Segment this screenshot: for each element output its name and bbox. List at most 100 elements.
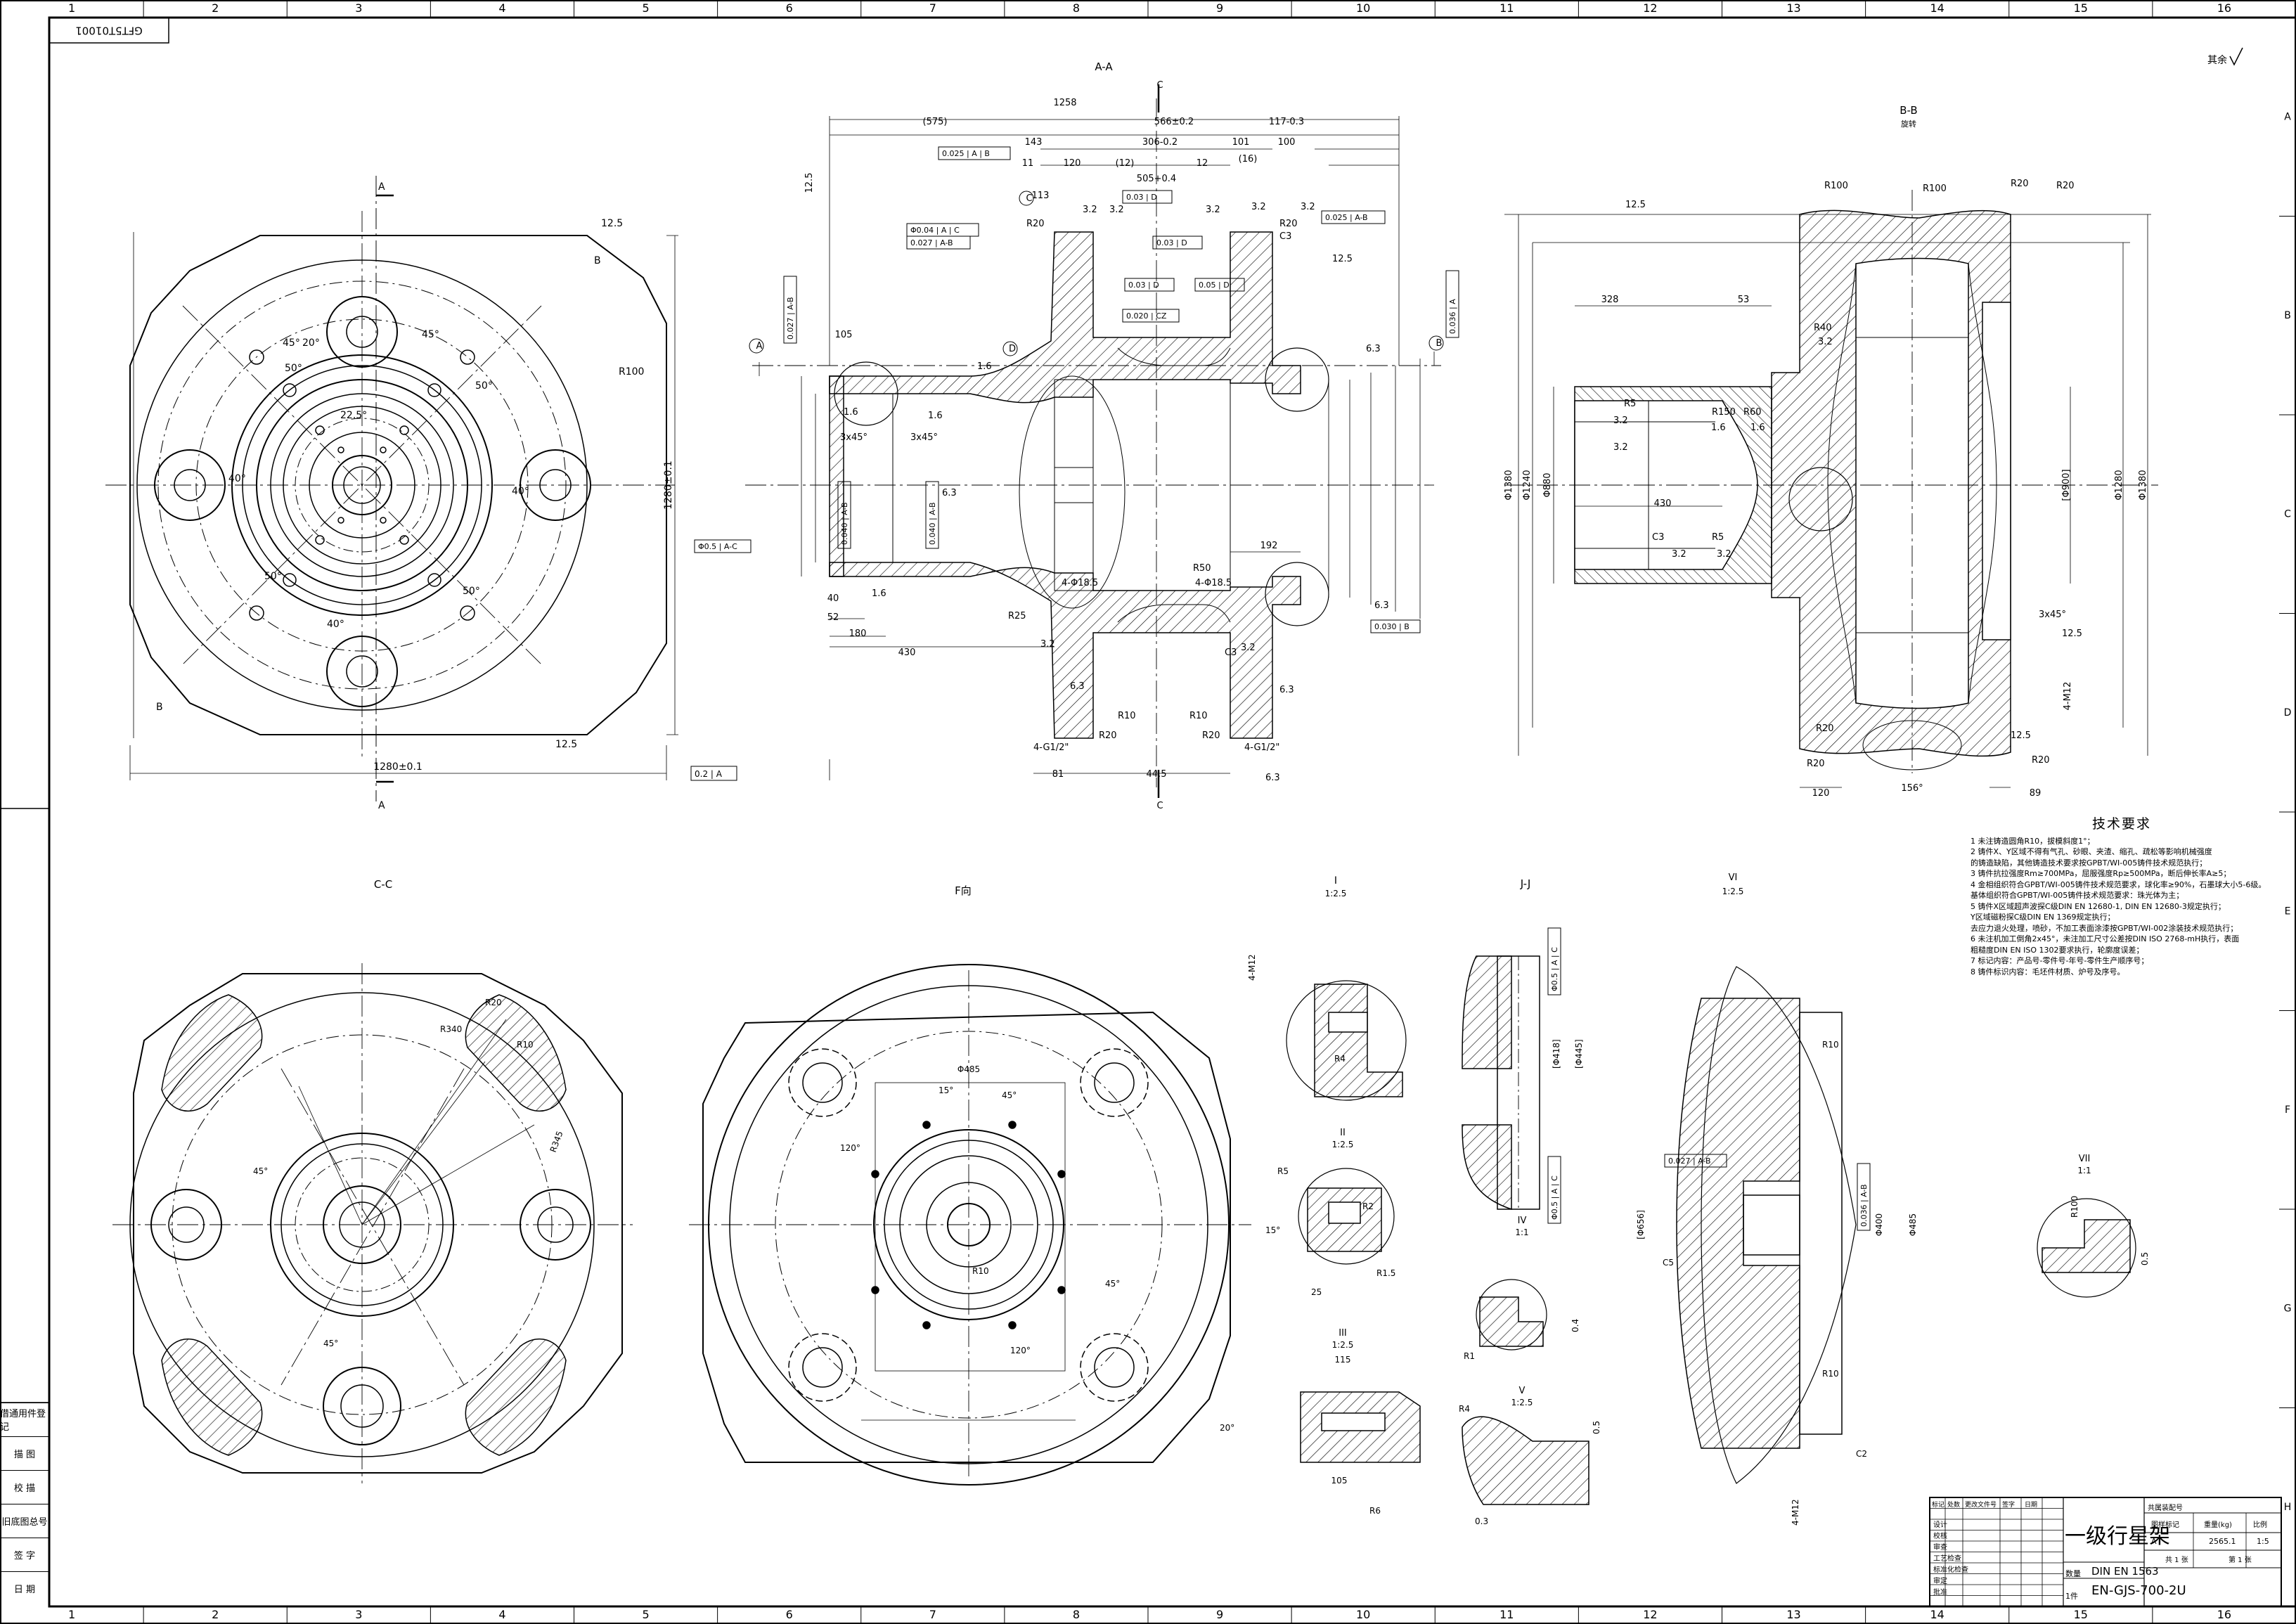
gdt-frame-text: 0.03 | D bbox=[1126, 193, 1157, 202]
datum-a: A bbox=[756, 341, 763, 352]
detail-3-title: III bbox=[1339, 1328, 1347, 1339]
roughness-bb-10: 12.5 bbox=[2011, 730, 2031, 741]
roughness-aa-10: 6.3 bbox=[1374, 600, 1389, 611]
dim-575: (575) bbox=[923, 117, 948, 127]
dim-r5-b: R5 bbox=[1712, 532, 1724, 543]
gdt-frame-text: 0.03 | D bbox=[1156, 238, 1187, 247]
dim-r20-bb-5: R20 bbox=[2032, 755, 2050, 766]
gdt-frame-text: Φ0.04 | A | C bbox=[910, 226, 960, 235]
revision-cell: 签 字 bbox=[0, 1538, 49, 1571]
technical-requirement-item: 2 铸件X、Y区域不得有气孔、砂眼、夹渣、缩孔、疏松等影响机械强度 bbox=[1971, 847, 2212, 856]
dim-180: 180 bbox=[849, 629, 867, 639]
dim-1280-vertical: 1280±0.1 bbox=[663, 460, 674, 510]
general-roughness-label: 其余 bbox=[2207, 54, 2227, 66]
tb-weight: 2565.1 bbox=[2209, 1537, 2236, 1546]
front-view-labels: A A B B R100 1280±0.1 1280±0.1 20° 45° 4… bbox=[156, 181, 674, 811]
dim-phi1280: Φ1280 bbox=[2114, 470, 2124, 500]
gdt-frame-text: 0.027 | A-B bbox=[910, 238, 953, 247]
tb-part-name: 一级行星架 bbox=[2065, 1524, 2170, 1549]
roughness-aa-19: 12.5 bbox=[1332, 254, 1353, 264]
gdt-frame-text: 0.05 | D bbox=[1199, 281, 1230, 290]
detail-3-105: 105 bbox=[1331, 1476, 1348, 1486]
dim-r5: R5 bbox=[1624, 399, 1636, 409]
detail-2-15deg: 15° bbox=[1265, 1225, 1280, 1235]
detail-1-labels: I 1:2.5 R4 4-M12 bbox=[1247, 875, 1346, 1064]
dim-phi880: Φ880 bbox=[1542, 472, 1553, 497]
detail-1-title: I bbox=[1334, 875, 1337, 887]
roughness-aa-9: 6.3 bbox=[1366, 344, 1381, 354]
front-view bbox=[105, 176, 678, 801]
tb-row-process: 工艺检查 bbox=[1933, 1555, 1961, 1563]
gdt-frame-text: 0.027 | A-B bbox=[786, 297, 795, 340]
view-title-cc: C-C bbox=[374, 878, 392, 891]
dim-156: 156° bbox=[1901, 783, 1923, 794]
detail-7 bbox=[2037, 1198, 2136, 1298]
tb-scale-h: 比例 bbox=[2253, 1521, 2267, 1529]
dim-r20-bb-2: R20 bbox=[2056, 181, 2075, 191]
drawing-number-box: GFT5T01001 bbox=[49, 17, 169, 44]
detail-2-scale: 1:2.5 bbox=[1332, 1140, 1354, 1149]
detail-2-r2: R2 bbox=[1362, 1201, 1374, 1211]
grid-row-label: E bbox=[2285, 906, 2291, 917]
roughness-aa-13: 6.3 bbox=[942, 488, 957, 498]
detail-4-scale: 1:1 bbox=[1515, 1227, 1528, 1237]
section-aa-view bbox=[745, 84, 1444, 798]
technical-requirement-item: 的铸造缺陷，其他铸造技术要求按GPBT/WI-005铸件技术规范执行； bbox=[1971, 858, 2207, 868]
dim-16-ref: (16) bbox=[1239, 154, 1258, 165]
angle-40-left: 40° bbox=[228, 473, 246, 484]
angle-45-cc-b: 45° bbox=[323, 1339, 338, 1348]
revision-cell: 校 描 bbox=[0, 1470, 49, 1503]
detail-5-scale: 1:2.5 bbox=[1511, 1398, 1533, 1407]
dim-r60: R60 bbox=[1743, 407, 1762, 418]
dim-192: 192 bbox=[1260, 541, 1278, 551]
roughness-aa: 12.5 bbox=[804, 173, 815, 193]
angle-15-f: 15° bbox=[939, 1085, 953, 1095]
grid-column-label: 10 bbox=[1356, 1, 1370, 15]
technical-requirement-item: 5 铸件X区域超声波探C级DIN EN 12680-1, DIN EN 1268… bbox=[1971, 901, 2226, 911]
section-cc-labels: C-C R340 R345 R20 R10 45° 45° bbox=[253, 878, 565, 1348]
detail-6-labels: VI 1:2.5 R10 R10 C5 C2 [Φ656] Φ400 Φ485 … bbox=[1636, 872, 1918, 1526]
section-aa-labels: A-A 1258 (575) 566±0.2 117-0.3 143 306-0… bbox=[756, 60, 1443, 811]
dim-53: 53 bbox=[1738, 295, 1750, 305]
grid-column-label: 11 bbox=[1500, 1608, 1514, 1621]
grid-column-label: 5 bbox=[642, 1608, 649, 1621]
technical-requirement-item: 粗糙度DIN EN ISO 1302要求执行，轮廓度误差； bbox=[1971, 945, 2144, 955]
detail-2-labels: II 1:2.5 R5 R2 R1.5 15° 25 bbox=[1265, 1128, 1395, 1297]
jj-phi445: [Φ445] bbox=[1574, 1039, 1584, 1069]
technical-requirement-item: 基体组织符合GPBT/WI-005铸件技术规范要求：珠光体为主； bbox=[1971, 891, 2184, 900]
detail-1 bbox=[1286, 980, 1407, 1101]
revision-column: 借通用件登记 描 图 校 描 旧底图总号 签 字 日 期 bbox=[0, 1403, 49, 1606]
section-bb-view bbox=[1504, 190, 2158, 788]
section-jj-view bbox=[1462, 955, 1540, 1211]
dim-r25: R25 bbox=[1008, 611, 1026, 621]
revision-cell: 日 期 bbox=[0, 1571, 49, 1604]
dim-89: 89 bbox=[2030, 788, 2042, 799]
dim-1258: 1258 bbox=[1053, 98, 1076, 108]
angle-50-bl: 50° bbox=[264, 571, 282, 582]
roughness-aa-8: 3.2 bbox=[1301, 202, 1315, 212]
detail-7-scale: 1:1 bbox=[2077, 1166, 2091, 1175]
roughness-aa-18: 3.2 bbox=[1241, 643, 1256, 653]
dim-r10-cc: R10 bbox=[517, 1040, 534, 1050]
dim-r20-top-right: R20 bbox=[1279, 219, 1298, 229]
tb-row-audit: 审定 bbox=[1933, 1578, 1947, 1585]
detail-5-labels: V 1:2.5 R4 0.3 0.5 bbox=[1459, 1386, 1601, 1526]
angle-50-tr: 50° bbox=[475, 380, 493, 392]
technical-requirements: 技术要求 1 未注铸造圆角R10，拔模斜度1°；2 铸件X、Y区域不得有气孔、砂… bbox=[1971, 818, 2273, 977]
section-cc-view bbox=[112, 963, 633, 1483]
roughness-bb: 12.5 bbox=[1625, 200, 1646, 210]
angle-225: 22.5° bbox=[340, 410, 367, 421]
tb-row-design: 设计 bbox=[1933, 1521, 1947, 1529]
dim-r20-cc: R20 bbox=[485, 998, 502, 1007]
technical-requirement-item: 4 金相组织符合GPBT/WI-005铸件技术规范要求，球化率≥90%，石墨球大… bbox=[1971, 879, 2266, 889]
tb-qty-label: 数量 bbox=[2065, 1569, 2081, 1578]
grid-column-label: 14 bbox=[1930, 1, 1944, 15]
section-letter: A bbox=[378, 800, 385, 811]
gdt-frame-text: 0.036 | A bbox=[1448, 299, 1457, 334]
detail-6-r10: R10 bbox=[1822, 1040, 1839, 1050]
detail-1-r4: R4 bbox=[1334, 1054, 1346, 1064]
dim-r100-bb-right: R100 bbox=[1923, 183, 1947, 194]
grid-column-label: 15 bbox=[2074, 1608, 2088, 1621]
